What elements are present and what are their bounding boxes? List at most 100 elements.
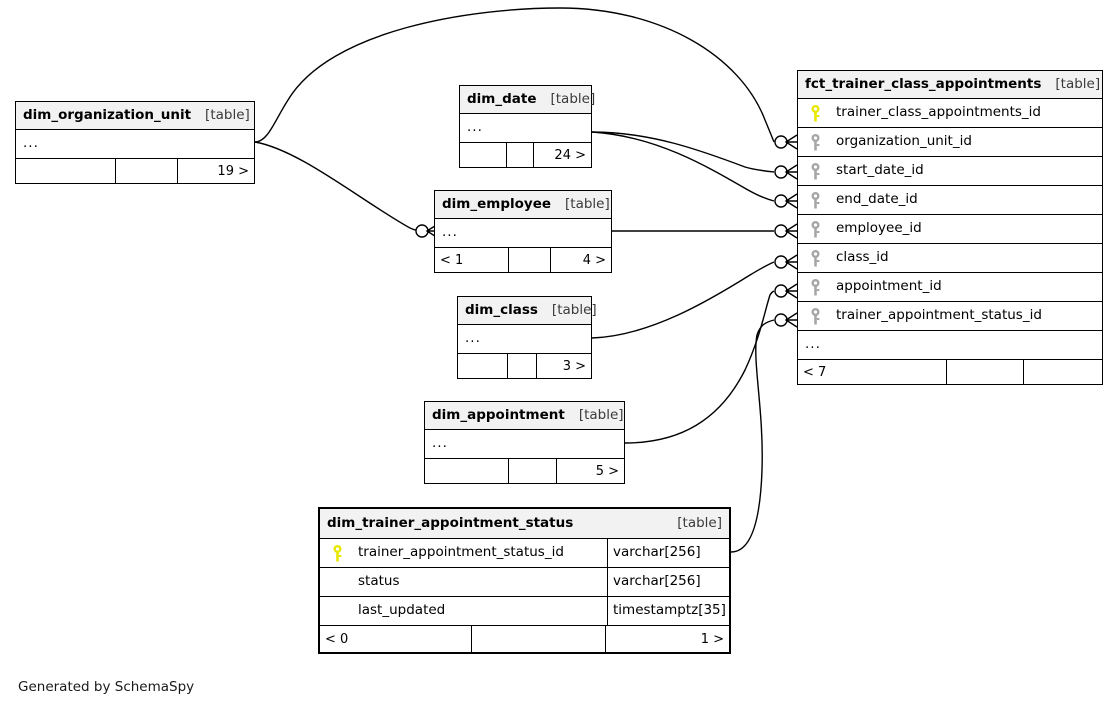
table-title: dim_appointment xyxy=(432,406,565,423)
footer-middle xyxy=(116,159,178,183)
table-collapsed-columns: ... xyxy=(16,130,254,159)
table-tag: [table] xyxy=(1055,75,1101,92)
table-title: dim_employee xyxy=(442,195,552,212)
table-collapsed-columns: ... xyxy=(798,331,1102,360)
table-title: dim_organization_unit xyxy=(23,106,192,123)
footer-middle xyxy=(472,626,606,652)
table-footer: 19 > xyxy=(16,159,254,183)
table-node-dim-trainer-appointment-status[interactable]: dim_trainer_appointment_status [table] t… xyxy=(318,507,731,654)
table-header: dim_employee [table] xyxy=(435,191,611,219)
edge-appointment-to-fct xyxy=(624,290,775,444)
column-name: trainer_appointment_status_id xyxy=(836,307,1042,324)
edge-date-to-start xyxy=(591,131,775,173)
generated-by-credit: Generated by SchemaSpy xyxy=(18,679,195,695)
table-tag: [table] xyxy=(677,514,722,531)
primary-key-icon xyxy=(798,99,832,127)
table-row[interactable]: status varchar[256] xyxy=(320,568,729,597)
edge-orgunit-to-employee xyxy=(254,141,417,231)
footer-left xyxy=(458,354,508,378)
table-header: fct_trainer_class_appointments [table] xyxy=(798,71,1102,99)
column-name: end_date_id xyxy=(836,191,918,208)
footer-left: < 7 xyxy=(798,360,947,384)
table-title: fct_trainer_class_appointments xyxy=(805,75,1042,92)
table-footer: 24 > xyxy=(460,143,591,167)
table-row[interactable]: start_date_id xyxy=(798,157,1102,186)
footer-left xyxy=(460,143,507,167)
table-tag: [table] xyxy=(550,90,596,107)
table-title: dim_date xyxy=(467,90,537,107)
footer-middle xyxy=(509,248,551,272)
table-tag: [table] xyxy=(205,106,250,123)
table-header: dim_class [table] xyxy=(458,297,597,325)
footer-right: 3 > xyxy=(562,358,586,374)
edge-class-to-fct xyxy=(591,261,775,339)
table-collapsed-columns: ... xyxy=(458,325,591,354)
table-row[interactable]: appointment_id xyxy=(798,273,1102,302)
footer-middle xyxy=(507,143,534,167)
table-header: dim_date [table] xyxy=(460,86,595,114)
table-footer: < 0 1 > xyxy=(320,626,729,652)
table-node-dim-appointment[interactable]: dim_appointment [table] ... 5 > xyxy=(424,401,625,484)
table-footer: < 1 4 > xyxy=(435,248,611,272)
footer-left: < 1 xyxy=(435,248,509,272)
column-name: trainer_class_appointments_id xyxy=(836,104,1041,121)
table-node-dim-organization-unit[interactable]: dim_organization_unit [table] ... 19 > xyxy=(15,101,255,184)
column-name: last_updated xyxy=(358,602,446,619)
edge-status-to-fct xyxy=(730,319,775,553)
column-type: timestamptz[35] xyxy=(607,597,729,625)
table-row[interactable]: class_id xyxy=(798,244,1102,273)
table-header: dim_organization_unit [table] xyxy=(16,102,254,130)
table-title: dim_trainer_appointment_status xyxy=(327,514,574,531)
column-type: varchar[256] xyxy=(607,539,729,567)
table-row[interactable]: trainer_appointment_status_id varchar[25… xyxy=(320,539,729,568)
table-tag: [table] xyxy=(578,406,624,423)
foreign-key-icon xyxy=(798,244,832,272)
table-node-dim-employee[interactable]: dim_employee [table] ... < 1 4 > xyxy=(434,190,612,273)
column-name: organization_unit_id xyxy=(836,133,972,150)
table-footer: < 7 xyxy=(798,360,1102,384)
table-row[interactable]: employee_id xyxy=(798,215,1102,244)
table-node-dim-class[interactable]: dim_class [table] ... 3 > xyxy=(457,296,597,379)
footer-right: 19 > xyxy=(217,163,249,179)
foreign-key-icon xyxy=(798,186,832,214)
footer-middle xyxy=(509,459,557,483)
table-footer: 5 > xyxy=(425,459,624,483)
foreign-key-icon xyxy=(798,302,832,330)
no-key-icon xyxy=(320,568,354,596)
table-node-fct-trainer-class-appointments[interactable]: fct_trainer_class_appointments [table] t… xyxy=(797,70,1103,385)
footer-left xyxy=(16,159,116,183)
column-name: trainer_appointment_status_id xyxy=(358,544,564,561)
table-tag: [table] xyxy=(551,301,597,318)
column-name: employee_id xyxy=(836,220,922,237)
table-header: dim_appointment [table] xyxy=(425,402,624,430)
footer-right: 5 > xyxy=(595,463,619,479)
table-row[interactable]: trainer_class_appointments_id xyxy=(798,99,1102,128)
primary-key-icon xyxy=(320,539,354,567)
table-collapsed-columns: ... xyxy=(435,219,611,248)
edge-date-to-end xyxy=(591,131,775,202)
foreign-key-icon xyxy=(798,157,832,185)
table-tag: [table] xyxy=(565,195,610,212)
table-footer: 3 > xyxy=(458,354,591,378)
footer-right xyxy=(1024,360,1102,384)
table-title: dim_class xyxy=(465,301,538,318)
column-name: class_id xyxy=(836,249,889,266)
footer-right: 24 > xyxy=(554,147,586,163)
table-row[interactable]: organization_unit_id xyxy=(798,128,1102,157)
foreign-key-icon xyxy=(798,128,832,156)
footer-left: < 0 xyxy=(320,626,472,652)
table-row[interactable]: trainer_appointment_status_id xyxy=(798,302,1102,331)
table-header: dim_trainer_appointment_status [table] xyxy=(320,509,729,539)
table-collapsed-columns: ... xyxy=(425,430,624,459)
footer-right: 4 > xyxy=(582,252,606,268)
table-collapsed-columns: ... xyxy=(460,114,591,143)
column-name: appointment_id xyxy=(836,278,942,295)
column-type: varchar[256] xyxy=(607,568,729,596)
foreign-key-icon xyxy=(798,215,832,243)
table-row[interactable]: last_updated timestamptz[35] xyxy=(320,597,729,626)
no-key-icon xyxy=(320,597,354,625)
table-row[interactable]: end_date_id xyxy=(798,186,1102,215)
table-node-dim-date[interactable]: dim_date [table] ... 24 > xyxy=(459,85,595,168)
foreign-key-icon xyxy=(798,273,832,301)
